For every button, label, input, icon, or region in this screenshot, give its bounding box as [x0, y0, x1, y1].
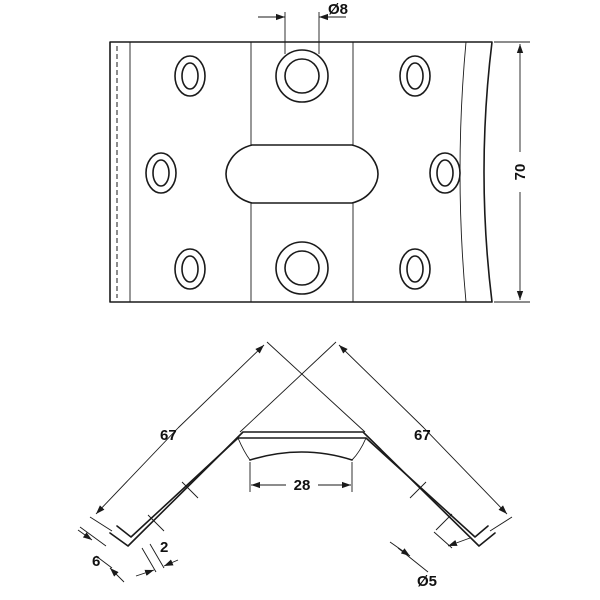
large-hole-top: [275, 49, 329, 103]
profile-rib-right: [351, 437, 367, 461]
label-hole-diameter-top: Ø8: [328, 1, 348, 18]
dimension-center-width: 28: [249, 462, 353, 494]
hole-centerlines: [147, 481, 453, 532]
fold-line-right: [459, 41, 467, 303]
profile-inner: [116, 437, 489, 538]
dimension-leg-left: 67: [89, 341, 366, 532]
small-hole-right-top: [399, 55, 431, 97]
bent-profile: [109, 431, 496, 547]
dimension-flange: 6: [77, 526, 125, 583]
dimension-thickness: 2: [135, 539, 179, 577]
label-hole-diameter-bottom: Ø5: [417, 573, 437, 590]
small-hole-left-top: [174, 55, 206, 97]
plate-top-view: [109, 41, 493, 303]
profile-rib-left: [237, 437, 251, 461]
plate-outline: [109, 41, 493, 303]
small-hole-right-bottom: [399, 248, 431, 290]
label-leg-right: 67: [414, 427, 431, 444]
label-leg-left: 67: [160, 427, 177, 444]
dimension-hole-bottom: Ø5: [389, 531, 471, 590]
dimension-leg-right: 67: [239, 341, 513, 532]
dimension-hole-top: Ø8: [258, 1, 348, 54]
dimension-height: 70: [494, 41, 530, 303]
large-hole-bottom: [275, 241, 329, 295]
profile-rib: [249, 451, 353, 461]
label-height: 70: [512, 164, 529, 181]
label-thickness: 2: [160, 539, 168, 556]
center-rib: [225, 144, 379, 204]
small-hole-right-middle: [429, 152, 461, 194]
small-hole-left-bottom: [174, 248, 206, 290]
profile-outer: [109, 431, 496, 547]
small-hole-left-middle: [145, 152, 177, 194]
label-center-width: 28: [294, 477, 311, 494]
label-flange: 6: [92, 553, 100, 570]
